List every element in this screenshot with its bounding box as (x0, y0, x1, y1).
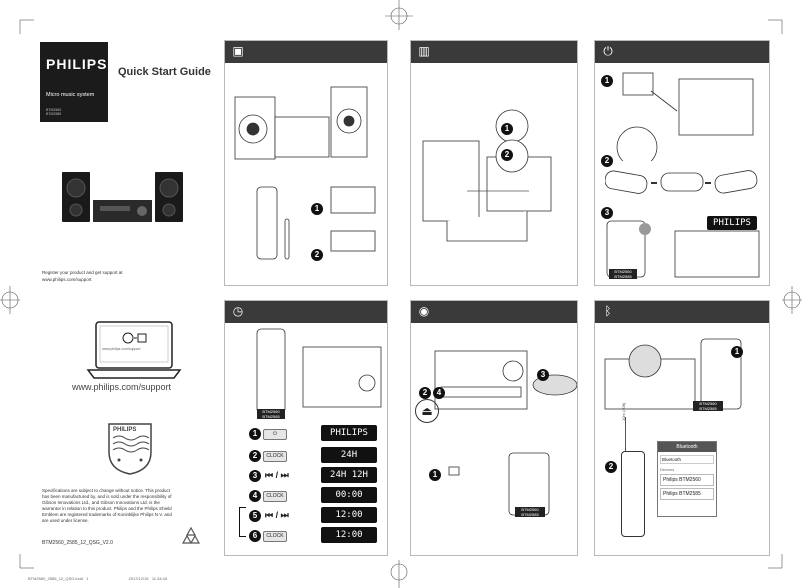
disc-step-2: 2 (419, 387, 431, 399)
bluetooth-icon: ᛒ (604, 304, 612, 318)
disc-step-3: 3 (537, 369, 549, 381)
panel-clock-header: ◷ (225, 301, 387, 323)
phone-devices-label: Devices (660, 467, 675, 472)
disc-icon: ◉ (418, 304, 430, 318)
connect-step-1: 1 (501, 123, 513, 135)
repeat-bracket (239, 507, 246, 537)
power-step-3: 3 (601, 207, 613, 219)
phone-bluetooth-toggle[interactable]: Bluetooth (660, 455, 714, 464)
clock-key-clock-3: CLOCK (263, 531, 287, 542)
phone-header: Bluetooth (658, 442, 716, 452)
panel-connect-header: ▥ (411, 41, 577, 63)
clock-display-4: 00:00 (321, 487, 377, 503)
document-code: BTM2560_2585_12_QSG_V2.0 (42, 540, 113, 546)
clock-step-2: 2 (249, 450, 261, 462)
clock-key-clock-1: CLOCK (263, 451, 287, 462)
model-list: BTM2560 BTM2585 (46, 108, 61, 116)
clock-display-1: PHILIPS (321, 425, 377, 441)
panel-bluetooth: ᛒ 1 BTM2560 BTM2585 10m (30ft) 2 Bluetoo… (594, 300, 770, 556)
phone-device-2[interactable]: Philips BTM2585 (660, 488, 714, 500)
shield-brand: PHILIPS (113, 427, 137, 433)
footer-file-info: BTM2560_2585_12_QSG.indd 1 2017/12/15 11… (28, 576, 168, 581)
philips-shield-emblem (108, 423, 152, 475)
clock-key-clock-2: CLOCK (263, 491, 287, 502)
power-icon: ⏻ (603, 44, 613, 58)
bluetooth-step-2: 2 (605, 461, 617, 473)
clock-step-5: 5 (249, 510, 261, 522)
model-1: BTM2560 (46, 108, 62, 112)
clock-step-4: 4 (249, 490, 261, 502)
model-2: BTM2585 (46, 112, 62, 116)
legal-text: Specifications are subject to change wit… (42, 488, 172, 523)
brand-logo: PHILIPS (46, 56, 108, 72)
document-title: Quick Start Guide (118, 66, 211, 78)
clock-icon: ◷ (232, 304, 244, 318)
clock-step-6: 6 (249, 530, 261, 542)
philips-logo-box: PHILIPS Micro music system BTM2560 BTM25… (40, 42, 108, 122)
phone-screen: Bluetooth Bluetooth Devices Philips BTM2… (657, 441, 717, 517)
clock-remote-unit-illustration (256, 328, 382, 414)
panel-bluetooth-header: ᛒ (595, 301, 769, 323)
power-on-illustration (606, 220, 760, 278)
panel-power-header: ⏻ (595, 41, 769, 63)
remote-battery-illustration (605, 170, 758, 194)
speaker-connection-illustration (422, 109, 552, 242)
panel-disc: ◉ 2 4 3 ⏏ 1 BTM2560 BTM2585 (410, 300, 578, 556)
register-text: Register your product and get support at (42, 270, 123, 275)
product-name: Micro music system (46, 92, 95, 98)
box-icon: ▣ (232, 44, 244, 58)
clock-step-3: 3 (249, 470, 261, 482)
panel-connect: ▥ 1 2 (410, 40, 578, 286)
clock-display-3: 24H 12H (321, 467, 377, 483)
product-photo (62, 172, 183, 222)
clock-display-5: 12:00 (321, 507, 377, 523)
bluetooth-step-1: 1 (731, 346, 743, 358)
panel-unbox: ▣ 1 2 (224, 40, 388, 286)
support-url[interactable]: www.philips.com/support (72, 382, 172, 392)
panel-clock: ◷ BTM2560 BTM2585 1 ⏻ PHILIPS 2 CLOCK 24… (224, 300, 388, 556)
clock-key-prev-next-2: ⏮ / ⏭ (265, 510, 289, 520)
disc-step-4: 4 (433, 387, 445, 399)
clock-display-2: 24H (321, 447, 377, 463)
unbox-illustration (234, 86, 368, 260)
power-step-1: 1 (601, 75, 613, 87)
disc-step-1: 1 (429, 469, 441, 481)
disc-model-tag: BTM2560 BTM2585 (515, 507, 545, 517)
clock-key-power: ⏻ (263, 429, 287, 440)
clock-key-prev-next-1: ⏮ / ⏭ (265, 470, 289, 480)
plug-in-illustration (616, 72, 754, 161)
documents-illustration (330, 186, 376, 252)
bluetooth-unit-illustration (604, 338, 742, 410)
recycle-icon (181, 526, 201, 544)
connect-step-2: 2 (501, 149, 513, 161)
power-step-2: 2 (601, 155, 613, 167)
clock-display-6: 12:00 (321, 527, 377, 543)
panel-unbox-header: ▣ (225, 41, 387, 63)
clock-step-1: 1 (249, 428, 261, 440)
eject-icon: ⏏ (415, 399, 439, 423)
unbox-step-1: 1 (311, 203, 323, 215)
register-url[interactable]: www.philips.com/support (42, 277, 92, 282)
panel-disc-header: ◉ (411, 301, 577, 323)
clock-model-tag: BTM2560 BTM2585 (257, 409, 285, 419)
phone-device-1[interactable]: Philips BTM2560 (660, 474, 714, 486)
bluetooth-model-tag: BTM2560 BTM2585 (693, 401, 723, 411)
laptop-illustration (86, 321, 182, 379)
laptop-url: www.philips.com/support (102, 347, 141, 351)
range-arrow (625, 417, 626, 457)
plug-icon: ▥ (418, 44, 430, 58)
unbox-step-2: 2 (311, 249, 323, 261)
disc-load-illustration (434, 350, 577, 410)
panel-power: ⏻ 1 2 3 PHILIPS BTM2560 BTM2585 (594, 40, 770, 286)
phone-frame (621, 451, 645, 537)
power-display: PHILIPS (707, 216, 757, 230)
power-model-tag: BTM2560 BTM2585 (609, 269, 637, 279)
